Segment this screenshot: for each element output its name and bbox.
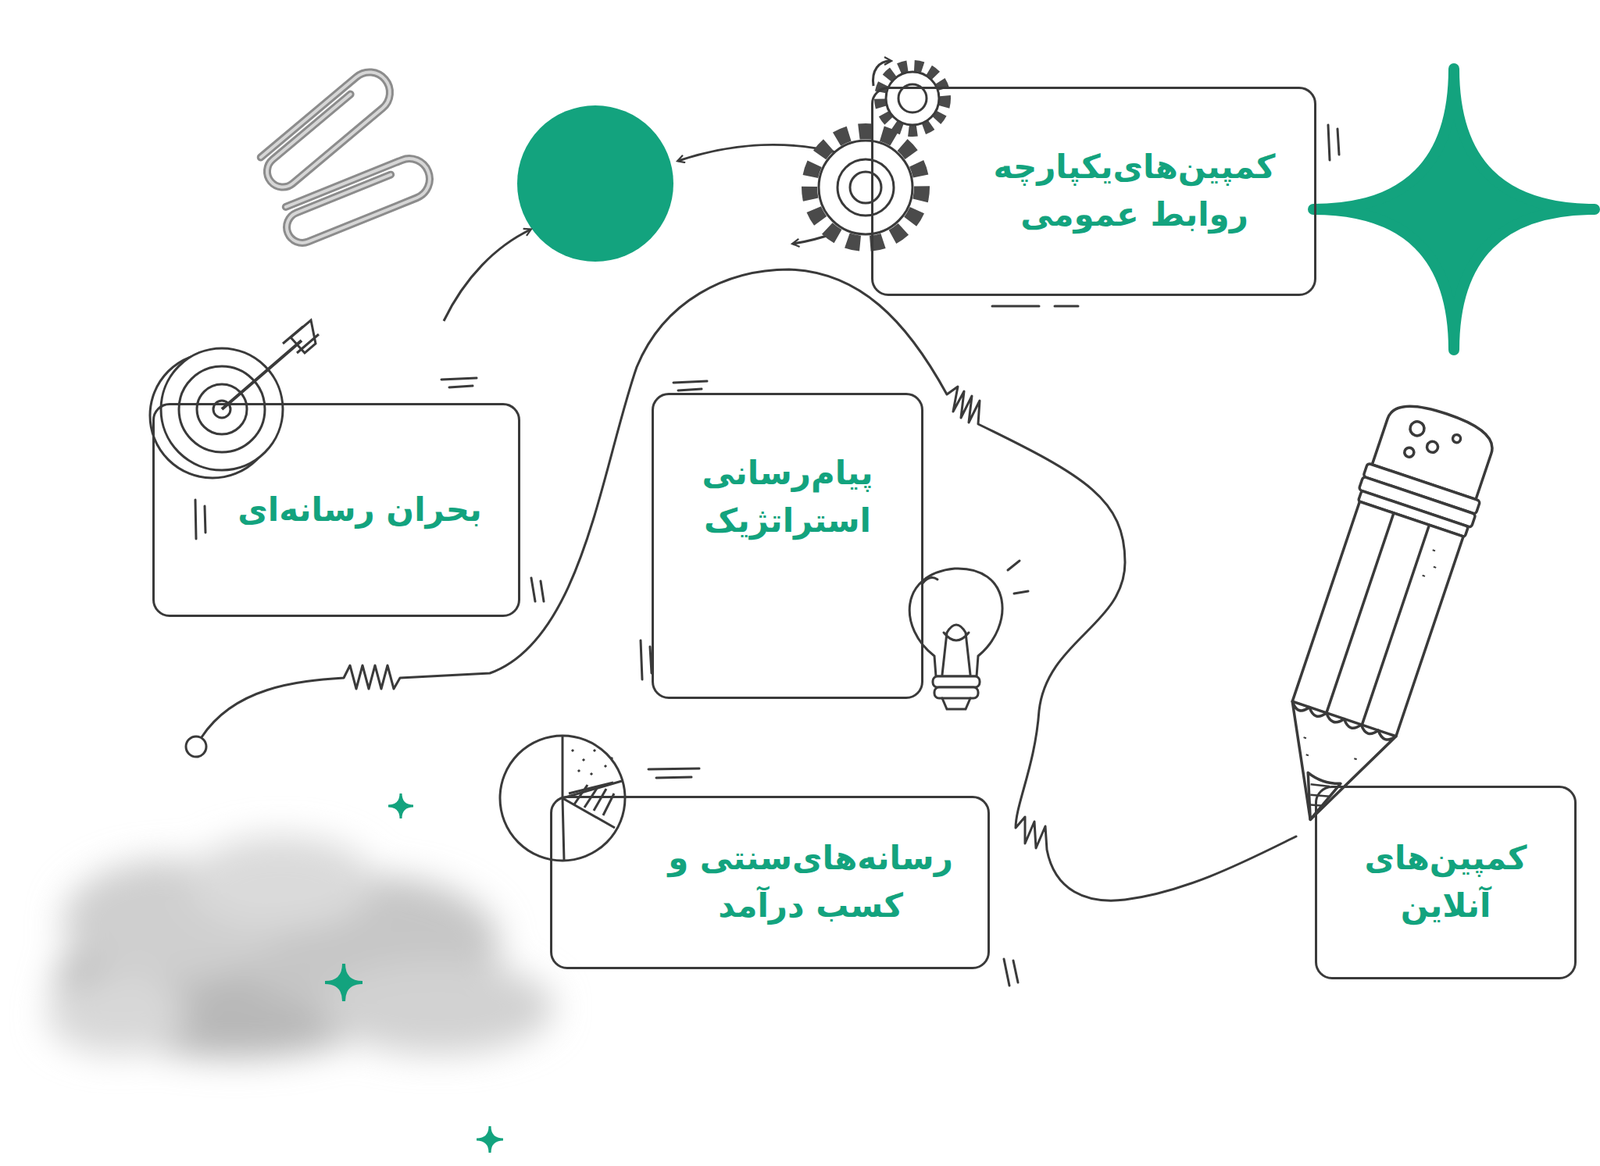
light-bulb <box>909 560 1029 710</box>
gear <box>879 65 946 132</box>
target-icon <box>150 320 319 479</box>
hatch <box>441 378 477 388</box>
pencil-wood <box>1258 701 1397 838</box>
cloud-puff <box>46 976 188 1055</box>
pencil-dot <box>1451 433 1462 444</box>
bulb-glass <box>909 568 1003 677</box>
pencil-dots <box>1423 549 1440 579</box>
green-circle <box>517 105 674 262</box>
sketch-box: کمپین‌های‌یکپارچه روابط عمومی <box>871 86 1317 297</box>
winding-line <box>201 269 1297 901</box>
sparkle <box>476 1126 504 1154</box>
sketch-box: رسانه‌های‌سنتی و کسب درآمد <box>550 796 990 970</box>
bulb-filament <box>942 625 971 675</box>
gear-teeth <box>809 131 922 244</box>
box-label: پیام‌رسانی استراتژیک <box>671 450 904 546</box>
cloud-puff <box>320 960 555 1055</box>
pencil-lead <box>1293 772 1341 825</box>
gear <box>809 131 922 244</box>
decor-arrow <box>443 229 531 322</box>
hatch <box>531 578 544 602</box>
pie-dots <box>571 750 613 775</box>
bulb-base <box>934 687 979 699</box>
box-label: رسانه‌های‌سنتی و کسب درآمد <box>661 835 960 931</box>
star <box>1313 68 1595 350</box>
box-label: کمپین‌های آنلاین <box>1337 835 1554 931</box>
pie-slices <box>562 735 622 861</box>
bulb-shine <box>921 578 938 585</box>
decor-arrow <box>678 144 836 161</box>
sketch-box: بحران رسانه‌ای <box>152 403 521 618</box>
sparkle <box>325 964 363 1002</box>
hatch <box>648 768 700 779</box>
bulb-cap <box>942 698 971 710</box>
arrow-fletching <box>282 320 319 354</box>
pie-circle <box>500 735 625 861</box>
pencil-body <box>1292 501 1464 737</box>
target-arrow <box>221 340 302 410</box>
gear-hub <box>850 171 882 204</box>
hatch <box>673 381 708 391</box>
sparkle <box>388 793 414 819</box>
box-label: بحران رسانه‌ای <box>232 486 486 535</box>
gear-ring <box>837 159 894 216</box>
paperclip-shine <box>278 152 436 248</box>
bulb-base <box>932 676 980 688</box>
cloud-puff <box>187 835 375 930</box>
pie-chart <box>500 735 625 861</box>
gear-body <box>885 71 940 125</box>
gear-teeth <box>879 65 946 132</box>
cloud <box>46 835 555 1059</box>
sketch-box: پیام‌رسانی استراتژیک <box>651 392 924 700</box>
box-label: کمپین‌های‌یکپارچه روابط عمومی <box>982 143 1286 240</box>
pie-hatch <box>568 782 615 816</box>
sketch-box: کمپین‌های آنلاین <box>1314 785 1577 980</box>
pencil-dot <box>1408 419 1427 438</box>
hatch <box>195 500 206 540</box>
pencil-dot <box>1425 439 1440 454</box>
hatch <box>992 305 1079 308</box>
pencil-lead-hatch <box>1304 780 1333 810</box>
pencil-dots <box>1300 737 1358 772</box>
hatch <box>640 640 652 680</box>
start-dot <box>185 736 207 758</box>
hatch <box>1328 125 1340 161</box>
gear-body <box>818 140 913 235</box>
pencil-stripe <box>1326 513 1430 725</box>
pencil-dot <box>1403 446 1415 459</box>
hatch-marks <box>195 125 1340 986</box>
pencil <box>1253 395 1504 840</box>
paperclip-wire <box>278 152 436 248</box>
paperclip <box>278 152 436 248</box>
bulb-rays <box>1007 560 1029 594</box>
hatch <box>1003 959 1018 986</box>
